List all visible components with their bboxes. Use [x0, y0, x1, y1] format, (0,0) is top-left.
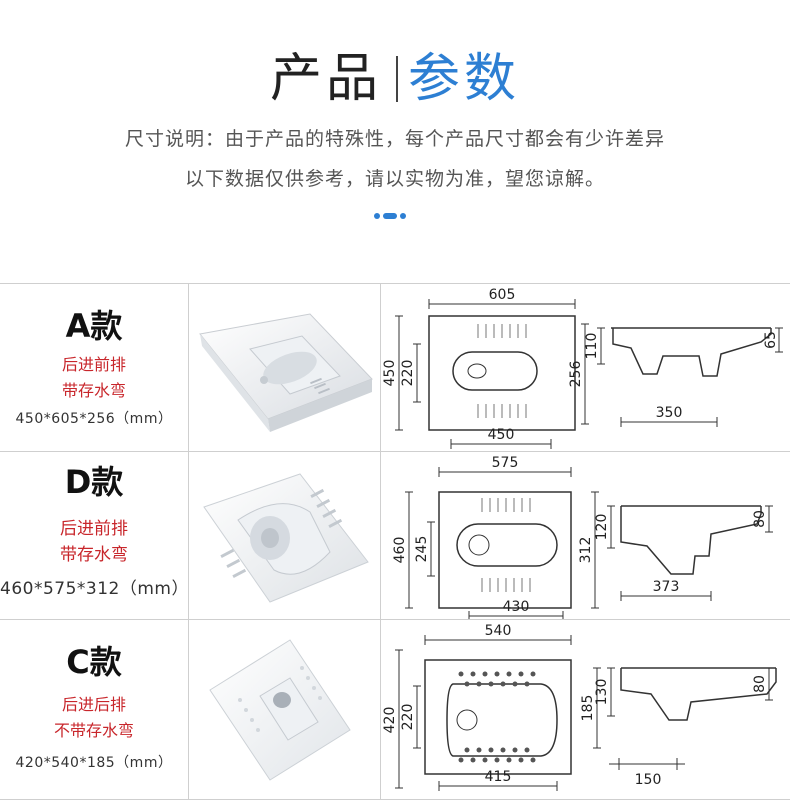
dim-bottom-width: 415	[485, 769, 512, 785]
dim-side-depth1: 130	[594, 679, 610, 706]
dim-side-height: 450	[382, 360, 398, 387]
divider	[380, 452, 381, 620]
dim-side-depth2: 80	[752, 510, 768, 528]
page-title: 产品参数	[0, 44, 790, 114]
dim-inner-height: 245	[414, 536, 430, 563]
model-name: C款	[66, 643, 122, 681]
dot	[374, 212, 380, 219]
dim-top-width: 605	[489, 287, 516, 303]
dot	[383, 212, 397, 219]
subtitle-line2: 以下数据仅供参考，请以实物为准，望您谅解。	[184, 168, 605, 190]
model-name: A款	[65, 307, 123, 345]
product-info: C款 后进后排 不带存水弯 420*540*185（mm）	[0, 642, 188, 774]
title-part1: 产品	[269, 49, 382, 109]
model-name: D款	[64, 463, 124, 501]
product-row-a: A款 后进前排 带存水弯 450*605*256（mm）	[0, 283, 790, 452]
dim-side-depth1: 120	[594, 514, 610, 541]
product-info: D款 后进前排 带存水弯 460*575*312（mm）	[0, 462, 188, 600]
technical-drawing: 540 420 220 415 185 130 80 150	[381, 620, 790, 799]
product-dimensions: 420*540*185（mm）	[15, 755, 173, 771]
product-photo	[190, 452, 378, 620]
dim-top-width: 540	[485, 623, 512, 639]
divider	[380, 284, 381, 452]
dim-bottom-width: 430	[503, 599, 530, 615]
product-row-c: C款 后进后排 不带存水弯 420*540*185（mm）	[0, 619, 790, 800]
header: 产品参数 尺寸说明：由于产品的特殊性，每个产品尺寸都会有少许差异 以下数据仅供参…	[0, 0, 790, 230]
dim-top-width: 575	[492, 455, 519, 471]
dim-side-depth2: 65	[763, 331, 779, 349]
dim-side-height: 460	[392, 537, 408, 564]
feature-drain: 后进前排	[61, 355, 126, 374]
technical-drawing: 575 460 245 430 312 120 80 373	[381, 452, 790, 620]
dim-total-height: 185	[580, 695, 596, 722]
product-info: A款 后进前排 带存水弯 450*605*256（mm）	[0, 306, 188, 430]
feature-trap: 带存水弯	[61, 381, 126, 400]
title-separator	[396, 56, 398, 102]
product-row-d: D款 后进前排 带存水弯 460*575*312（mm）	[0, 451, 790, 620]
dim-inner-height: 220	[400, 704, 416, 731]
product-photo	[190, 284, 378, 452]
feature-trap: 带存水弯	[60, 545, 128, 565]
dim-side-length: 150	[635, 772, 662, 788]
divider	[188, 284, 189, 452]
feature-drain: 后进前排	[60, 519, 128, 539]
dot	[400, 212, 406, 219]
product-dimensions: 460*575*312（mm）	[0, 579, 189, 599]
dim-bottom-width: 450	[488, 427, 515, 443]
dim-side-depth1: 110	[584, 333, 600, 360]
dim-side-height: 420	[382, 707, 398, 734]
dim-total-height: 312	[578, 537, 594, 564]
feature-trap: 不带存水弯	[53, 721, 134, 740]
product-photo	[190, 620, 378, 799]
dim-total-height: 256	[568, 361, 584, 388]
divider	[188, 452, 189, 620]
divider	[188, 620, 189, 799]
divider	[380, 620, 381, 799]
dim-side-length: 350	[656, 405, 683, 421]
dim-side-depth2: 80	[752, 675, 768, 693]
decorative-dots	[374, 205, 409, 219]
feature-drain: 后进后排	[61, 695, 126, 714]
technical-drawing: 605 450 220 450 256 110 65 350	[381, 284, 790, 452]
dim-inner-height: 220	[400, 360, 416, 387]
subtitle-line1: 尺寸说明：由于产品的特殊性，每个产品尺寸都会有少许差异	[124, 128, 665, 150]
product-dimensions: 450*605*256（mm）	[15, 411, 173, 427]
dim-side-length: 373	[653, 579, 680, 595]
title-part2: 参数	[408, 49, 521, 109]
